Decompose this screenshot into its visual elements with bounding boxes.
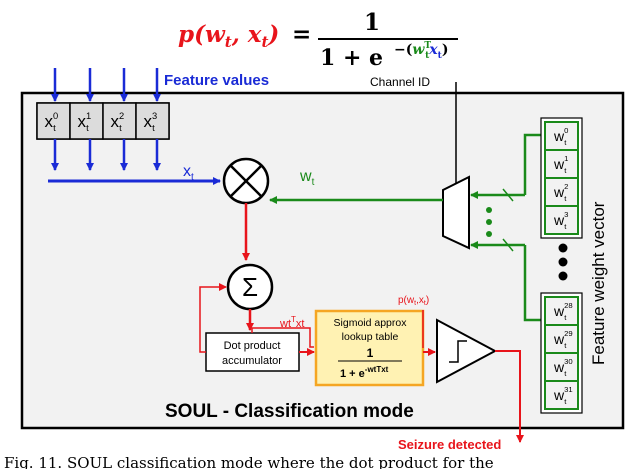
acc-line2: accumulator: [222, 355, 282, 367]
wtxt-label: wtTxt: [279, 315, 304, 330]
multiplier-node: [222, 157, 270, 205]
weight-mux: [442, 175, 470, 250]
formula-numerator: 1: [364, 9, 380, 36]
xt-label: xt: [183, 163, 194, 183]
mux-ellipsis-dots: [486, 207, 492, 237]
acc-line1: Dot product: [224, 340, 281, 352]
acc-output-line: [251, 327, 314, 348]
comparator: [436, 318, 498, 384]
formula-lhs: p(wt, xt): [178, 21, 279, 51]
p-label: p(wt,xt): [398, 295, 429, 307]
sum-symbol: Σ: [242, 272, 258, 302]
weight-ellipsis-dots: [558, 243, 568, 281]
sigmoid-num: 1: [367, 346, 374, 360]
formula-equals: =: [292, 21, 311, 48]
feature-input-arrows: [51, 68, 161, 102]
sigmoid-line2: lookup table: [342, 331, 399, 343]
sum-node: Σ: [226, 263, 274, 311]
channel-id-label: Channel ID: [370, 75, 430, 89]
dot-product-accumulator: Dot product accumulator: [205, 332, 300, 372]
sigmoid-den: 1 + e-wtTxt: [340, 365, 389, 380]
sigmoid-lookup-table: Sigmoid approx lookup table 1 1 + e-wtTx…: [314, 309, 425, 387]
sigmoid-line1: Sigmoid approx: [334, 317, 408, 329]
feature-weight-vector-label: Feature weight vector: [589, 201, 608, 365]
figure-caption: Fig. 11. SOUL classification mode where …: [4, 454, 494, 469]
wt-label: wt: [299, 168, 315, 188]
feedback-loop: [199, 283, 227, 353]
formula-denominator: 1 + e: [320, 45, 383, 71]
feature-values-label: Feature values: [164, 72, 269, 89]
seizure-output-line: [495, 350, 524, 443]
threshold-icon: [449, 340, 467, 363]
weight-connections: [470, 133, 545, 322]
mode-title: SOUL - Classification mode: [165, 401, 414, 422]
seizure-detected-label: Seizure detected: [398, 437, 501, 452]
main-panel: [20, 91, 625, 430]
feature-register-outputs: [51, 139, 161, 171]
